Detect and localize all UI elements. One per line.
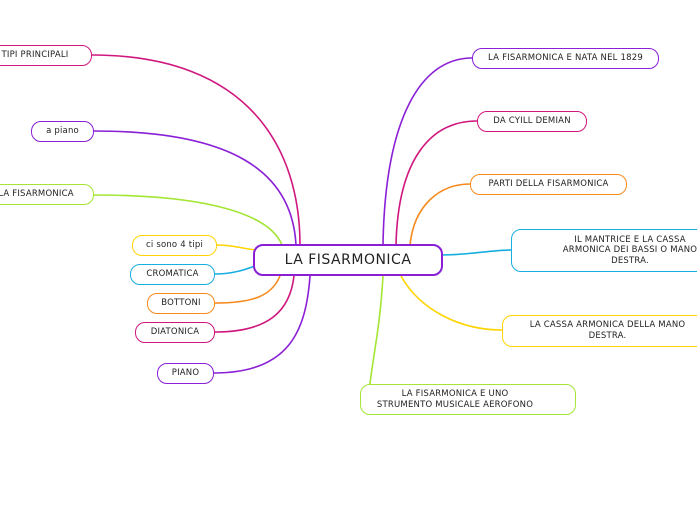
- link-ci-sono-4-tipi: [216, 244, 257, 251]
- node-label: ci sono 4 tipi: [145, 240, 204, 251]
- link-a-piano: [93, 130, 297, 246]
- link-cromatica: [214, 265, 256, 275]
- node-tipi-principali[interactable]: TIPI PRINCIPALI: [0, 45, 92, 66]
- node-label: IL MANTRICE E LA CASSA ARMONICA DEI BASS…: [562, 234, 697, 266]
- link-la-fisarmonica-left: [93, 194, 283, 246]
- node-da-cyill-demian[interactable]: DA CYILL DEMIAN: [477, 111, 587, 132]
- link-aerofono: [367, 275, 384, 401]
- node-label: LA FISARMONICA E UNO STRUMENTO MUSICALE …: [376, 388, 534, 410]
- node-bottoni[interactable]: BOTTONI: [147, 293, 215, 314]
- node-nata-1829[interactable]: LA FISARMONICA E NATA NEL 1829: [472, 48, 659, 69]
- node-label: CROMATICA: [146, 269, 199, 280]
- node-label: DA CYILL DEMIAN: [493, 116, 571, 127]
- node-ci-sono-4-tipi[interactable]: ci sono 4 tipi: [132, 235, 217, 256]
- node-aerofono[interactable]: LA FISARMONICA E UNO STRUMENTO MUSICALE …: [360, 384, 576, 415]
- link-bottoni: [214, 275, 281, 304]
- node-label: BOTTONI: [161, 298, 201, 309]
- link-nata-1829: [382, 57, 473, 246]
- node-diatonica[interactable]: DIATONICA: [135, 322, 215, 343]
- link-piano: [213, 275, 311, 374]
- node-cromatica[interactable]: CROMATICA: [130, 264, 215, 285]
- node-mantrice[interactable]: IL MANTRICE E LA CASSA ARMONICA DEI BASS…: [511, 229, 697, 272]
- node-label: TIPI PRINCIPALI: [1, 50, 69, 61]
- link-diatonica: [214, 275, 295, 333]
- link-da-cyill-demian: [395, 120, 478, 246]
- node-label: LA FISARMONICA E NATA NEL 1829: [488, 53, 643, 64]
- node-label: LA CASSA ARMONICA DELLA MANO DESTRA.: [529, 320, 686, 341]
- node-label: DIATONICA: [150, 327, 200, 338]
- node-a-piano[interactable]: a piano: [31, 121, 94, 142]
- node-label: PARTI DELLA FISARMONICA: [488, 179, 609, 190]
- link-mantrice: [440, 249, 512, 256]
- link-cassa-armonica: [400, 275, 503, 331]
- link-tipi-principali: [91, 54, 301, 246]
- node-piano[interactable]: PIANO: [157, 363, 214, 384]
- node-label: a piano: [46, 126, 79, 137]
- node-parti[interactable]: PARTI DELLA FISARMONICA: [470, 174, 627, 195]
- link-parti: [409, 183, 471, 246]
- node-la-fisarmonica-left[interactable]: LA FISARMONICA: [0, 184, 94, 205]
- node-label: PIANO: [171, 368, 200, 379]
- central-topic[interactable]: LA FISARMONICA: [253, 244, 443, 276]
- node-cassa-armonica[interactable]: LA CASSA ARMONICA DELLA MANO DESTRA.: [502, 315, 697, 347]
- node-label: LA FISARMONICA: [0, 189, 74, 200]
